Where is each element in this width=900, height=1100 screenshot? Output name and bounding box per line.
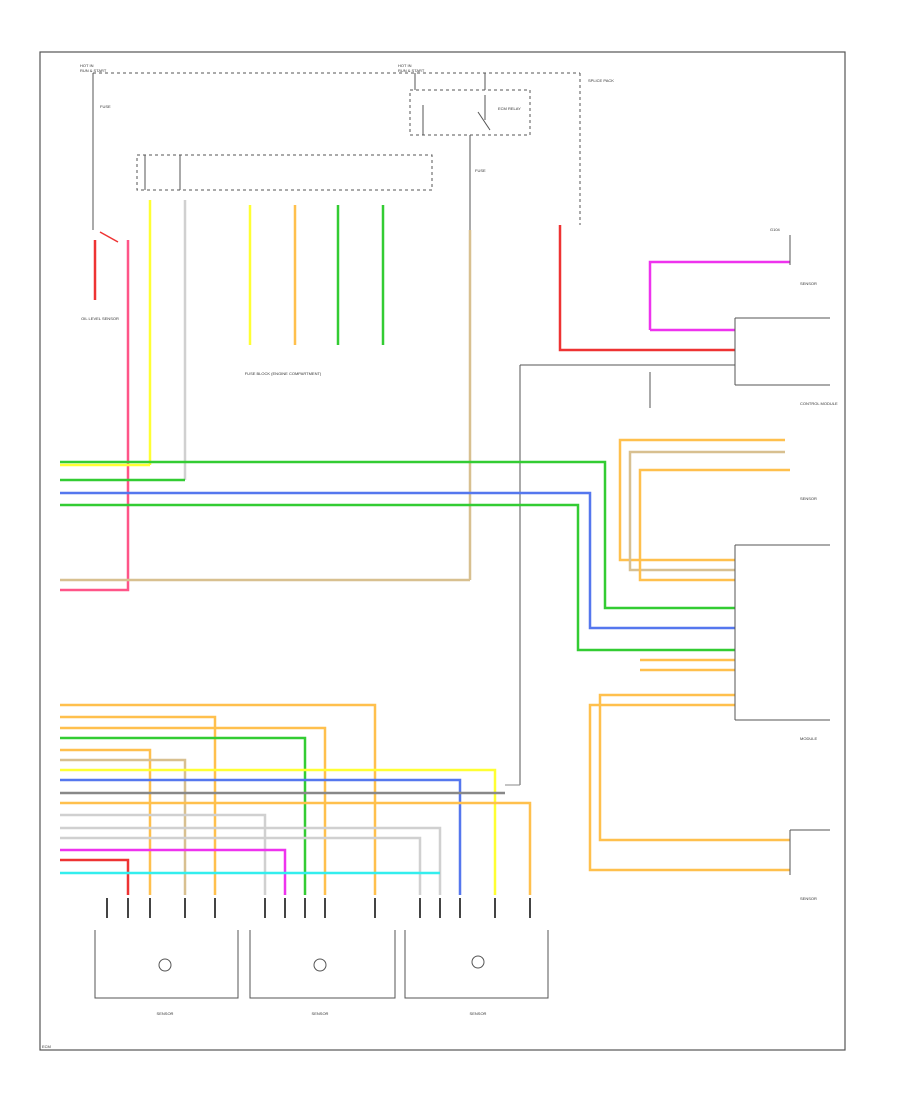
left-power-wires <box>60 231 130 592</box>
bottom-bus-wires <box>60 703 532 895</box>
fuse-label-center: FUSE <box>475 168 486 173</box>
lower-module-outline <box>734 544 830 875</box>
fuse-wires <box>148 200 472 580</box>
right-label-ground: G104 <box>770 227 781 232</box>
red-feed-wire <box>558 225 735 352</box>
hot-label-left-sub: RUN & START <box>80 68 107 73</box>
hot-label-center: HOT IN <box>398 63 412 68</box>
left-component-label: OIL LEVEL SENSOR <box>81 316 119 321</box>
bottom-label-2: SENSOR <box>312 1011 329 1016</box>
hot-label-left: HOT IN <box>80 63 94 68</box>
footer-code: ECM <box>42 1044 51 1049</box>
page-frame <box>39 51 846 1051</box>
fuse-label-left: FUSE <box>100 104 111 109</box>
right-label-sensor-1: SENSOR <box>800 281 817 286</box>
right-label-sensor-2: SENSOR <box>800 496 817 501</box>
right-label-control-module: CONTROL MODULE <box>800 401 838 406</box>
ground-circuit <box>648 235 791 332</box>
bus-wires <box>60 460 735 652</box>
relay <box>409 89 531 230</box>
right-label-module-2: MODULE <box>800 736 817 741</box>
relay-label: ECM RELAY <box>498 106 521 111</box>
bottom-label-1: SENSOR <box>157 1011 174 1016</box>
bottom-label-3: SENSOR <box>470 1011 487 1016</box>
hot-label-center-sub: RUN & START <box>398 68 425 73</box>
control-module-outline <box>519 317 830 785</box>
power-bus <box>92 72 581 230</box>
fuse-block-label: FUSE BLOCK (ENGINE COMPARTMENT) <box>245 371 322 376</box>
right-label-sensor-3: SENSOR <box>800 896 817 901</box>
splice-label: SPLICE PACK <box>588 78 614 83</box>
fuse-block <box>136 154 433 191</box>
right-orange-wires <box>588 438 790 872</box>
bottom-connector-ticks <box>106 898 531 918</box>
bottom-components <box>94 930 549 999</box>
